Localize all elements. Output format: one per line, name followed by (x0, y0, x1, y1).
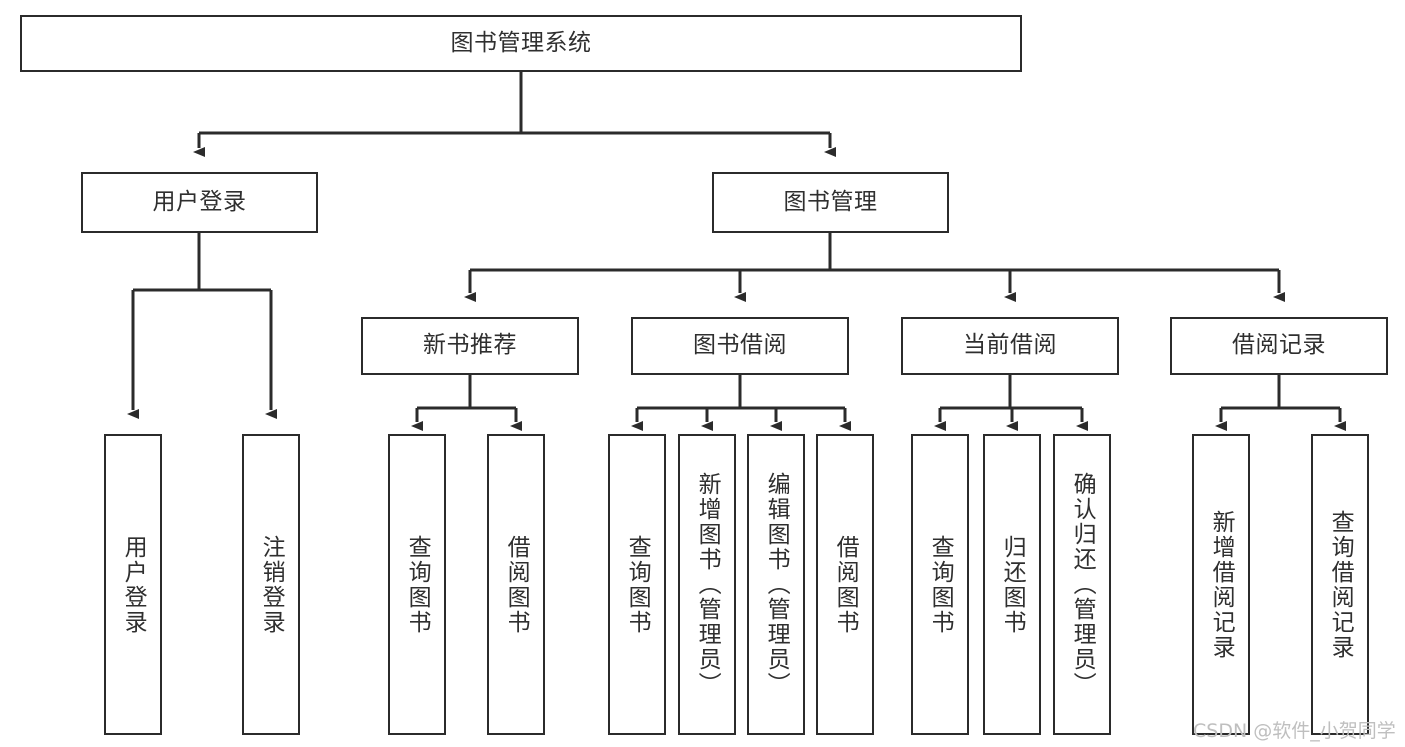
node-leaf-logout-label: 注销登录 (258, 534, 285, 635)
node-leaf-query-record[interactable]: 查询借阅记录 (1311, 434, 1369, 735)
node-book-manage[interactable]: 图书管理 (712, 172, 949, 233)
node-leaf-edit-book[interactable]: 编辑图书（管理员） (747, 434, 805, 735)
node-leaf-add-book-label: 新增图书（管理员） (694, 472, 721, 697)
node-leaf-add-book[interactable]: 新增图书（管理员） (678, 434, 736, 735)
node-leaf-borrow-book-1[interactable]: 借阅图书 (487, 434, 545, 735)
node-leaf-confirm-return[interactable]: 确认归还（管理员） (1053, 434, 1111, 735)
node-leaf-query-book-3-label: 查询图书 (927, 534, 954, 635)
node-root[interactable]: 图书管理系统 (20, 15, 1022, 72)
node-leaf-return-book-label: 归还图书 (999, 534, 1026, 635)
node-leaf-logout[interactable]: 注销登录 (242, 434, 300, 735)
node-leaf-borrow-book-2-label: 借阅图书 (832, 534, 859, 635)
node-leaf-add-record-label: 新增借阅记录 (1208, 509, 1235, 660)
node-root-label: 图书管理系统 (450, 29, 592, 56)
node-leaf-query-book-1-label: 查询图书 (404, 534, 431, 635)
node-leaf-add-record[interactable]: 新增借阅记录 (1192, 434, 1250, 735)
node-book-borrow-label: 图书借阅 (693, 332, 787, 359)
node-current-borrow[interactable]: 当前借阅 (901, 317, 1119, 375)
node-book-manage-label: 图书管理 (783, 188, 878, 215)
node-new-book-recommend[interactable]: 新书推荐 (361, 317, 579, 375)
node-leaf-borrow-book-2[interactable]: 借阅图书 (816, 434, 874, 735)
node-book-borrow[interactable]: 图书借阅 (631, 317, 849, 375)
node-leaf-query-record-label: 查询借阅记录 (1327, 509, 1354, 660)
node-borrow-record[interactable]: 借阅记录 (1170, 317, 1388, 375)
node-new-book-recommend-label: 新书推荐 (423, 332, 517, 359)
node-leaf-query-book-1[interactable]: 查询图书 (388, 434, 446, 735)
node-leaf-user-login-label: 用户登录 (120, 534, 147, 635)
node-current-borrow-label: 当前借阅 (963, 332, 1057, 359)
node-leaf-query-book-3[interactable]: 查询图书 (911, 434, 969, 735)
node-borrow-record-label: 借阅记录 (1232, 332, 1326, 359)
node-leaf-query-book-2[interactable]: 查询图书 (608, 434, 666, 735)
node-leaf-user-login[interactable]: 用户登录 (104, 434, 162, 735)
node-leaf-return-book[interactable]: 归还图书 (983, 434, 1041, 735)
node-user-login[interactable]: 用户登录 (81, 172, 318, 233)
node-leaf-query-book-2-label: 查询图书 (624, 534, 651, 635)
node-leaf-borrow-book-1-label: 借阅图书 (503, 534, 530, 635)
node-user-login-label: 用户登录 (152, 188, 247, 215)
csdn-watermark: CSDN @软件_小贺同学 (1193, 720, 1396, 742)
node-leaf-edit-book-label: 编辑图书（管理员） (763, 472, 790, 697)
node-leaf-confirm-return-label: 确认归还（管理员） (1069, 472, 1096, 697)
